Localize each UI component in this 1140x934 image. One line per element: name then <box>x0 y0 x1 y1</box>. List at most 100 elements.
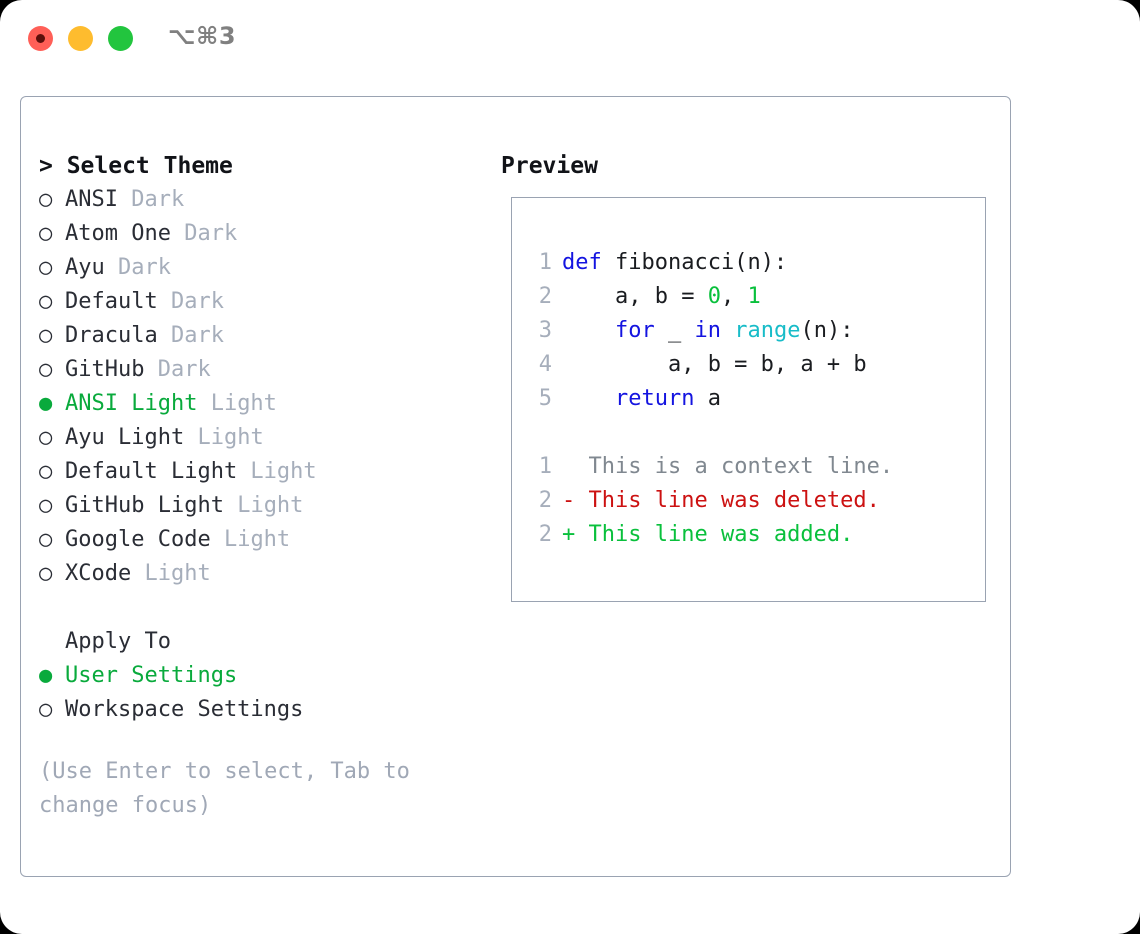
code-token: a <box>694 386 721 411</box>
radio-unselected-icon: ○ <box>39 221 53 246</box>
radio-unselected-icon: ○ <box>39 425 53 450</box>
theme-option-name: ANSI Light <box>65 391 198 416</box>
code-token: in <box>694 318 721 343</box>
diff-text: This is a context line. <box>588 454 894 479</box>
main-panel: > Select Theme ○ANSI Dark○Atom One Dark○… <box>20 96 1011 877</box>
apply-to-option-row[interactable]: ● User Settings <box>39 659 494 693</box>
apply-to-option-name: User Settings <box>65 663 238 688</box>
theme-option-row[interactable]: ○GitHub Light Light <box>39 489 494 523</box>
theme-option-variant: Dark <box>104 255 171 280</box>
radio-unselected-icon: ○ <box>39 187 53 212</box>
code-line: 5 return a <box>530 382 867 416</box>
code-token: (n): <box>800 318 854 343</box>
theme-option-name: GitHub <box>65 357 145 382</box>
theme-option-row[interactable]: ●ANSI Light Light <box>39 387 494 421</box>
theme-option-name: Google Code <box>65 527 211 552</box>
code-token: , <box>720 284 748 309</box>
theme-option-row[interactable]: ○ Ayu Light Light <box>39 421 494 455</box>
theme-option-row[interactable]: ○ GitHub Dark <box>39 353 494 387</box>
theme-option-name: ANSI <box>65 187 118 212</box>
maximize-button-icon[interactable] <box>108 26 133 51</box>
code-token <box>721 318 734 343</box>
minimize-button-icon[interactable] <box>68 26 93 51</box>
theme-option-variant: Light <box>131 561 211 586</box>
code-line-number: 5 <box>538 386 552 411</box>
code-line-number: 1 <box>538 250 552 275</box>
theme-option-row[interactable]: ○Default Dark <box>39 285 494 319</box>
section-spacer <box>39 591 494 625</box>
radio-unselected-icon: ○ <box>39 527 53 552</box>
theme-option-name: Atom One <box>65 221 171 246</box>
radio-unselected-icon: ○ <box>39 493 53 518</box>
diff-line-number: 2 <box>538 522 552 547</box>
diff-sign <box>562 454 589 479</box>
apply-to-heading: Apply To <box>65 629 171 654</box>
select-theme-heading: > Select Theme <box>39 153 233 179</box>
theme-option-row[interactable]: ○ Default Light Light <box>39 455 494 489</box>
diff-line-number: 2 <box>538 488 552 513</box>
diff-line: 1 This is a context line. <box>530 450 893 484</box>
theme-picker-column: > Select Theme ○ANSI Dark○Atom One Dark○… <box>39 149 494 823</box>
diff-sign: + <box>562 522 589 547</box>
theme-option-variant: Light <box>184 425 264 450</box>
radio-unselected-icon: ○ <box>39 289 53 314</box>
theme-option-row[interactable]: ○ XCode Light <box>39 557 494 591</box>
radio-unselected-icon: ○ <box>39 357 53 382</box>
radio-unselected-icon: ○ <box>39 561 53 586</box>
code-token <box>562 386 615 411</box>
code-line: 2 a, b = 0, 1 <box>530 280 867 314</box>
theme-option-row[interactable]: ○ Atom One Dark <box>39 217 494 251</box>
title-bar: ⌥⌘3 <box>0 0 1140 78</box>
diff-text: This line was deleted. <box>588 488 880 513</box>
code-line: 4 a, b = b, a + b <box>530 348 867 382</box>
theme-option-name: XCode <box>65 561 132 586</box>
code-line-number: 4 <box>538 352 552 377</box>
diff-line: 2 + This line was added. <box>530 518 893 552</box>
theme-option-variant: Light <box>223 493 304 518</box>
code-token: 0 <box>707 284 721 309</box>
code-token: 1 <box>747 284 761 309</box>
code-token: range <box>734 318 801 343</box>
radio-unselected-icon: ○ <box>39 323 53 348</box>
theme-option-variant: Dark <box>144 357 211 382</box>
radio-unselected-icon: ○ <box>39 459 53 484</box>
code-token: a, b = b, a + b <box>562 352 867 377</box>
code-line: 3 for _ in range(n): <box>530 314 867 348</box>
diff-text: This line was added. <box>588 522 854 547</box>
code-token: _ <box>654 318 695 343</box>
radio-selected-icon: ● <box>39 391 53 416</box>
code-line-number: 3 <box>538 318 552 343</box>
radio-unselected-icon: ○ <box>39 255 53 280</box>
diff-sample: 1 This is a context line.2- This line wa… <box>530 450 893 552</box>
code-token: for <box>614 318 655 343</box>
diff-line-number: 1 <box>538 454 552 479</box>
diff-line: 2- This line was deleted. <box>530 484 893 518</box>
radio-selected-icon: ● <box>39 663 53 688</box>
theme-option-row[interactable]: ○ Dracula Dark <box>39 319 494 353</box>
theme-option-variant: Light <box>237 459 317 484</box>
radio-unselected-icon: ○ <box>39 697 53 722</box>
theme-option-variant: Dark <box>157 289 224 314</box>
apply-to-option-name: Workspace Settings <box>65 697 304 722</box>
theme-option-variant: Dark <box>157 323 224 348</box>
theme-option-row[interactable]: ○Google Code Light <box>39 523 494 557</box>
theme-option-row[interactable]: ○ANSI Dark <box>39 183 494 217</box>
keyboard-hint-text: (Use Enter to select, Tab to change focu… <box>39 759 424 818</box>
theme-option-name: Default Light <box>65 459 238 484</box>
preview-heading: Preview <box>501 153 598 179</box>
close-button-icon[interactable] <box>28 26 53 51</box>
theme-option-row[interactable]: ○Ayu Dark <box>39 251 494 285</box>
apply-to-option-row[interactable]: ○ Workspace Settings <box>39 693 494 727</box>
theme-option-variant: Dark <box>170 221 238 246</box>
code-line-number: 2 <box>538 284 552 309</box>
code-token <box>562 318 615 343</box>
theme-option-name: Dracula <box>65 323 158 348</box>
code-token: a, b = <box>562 284 708 309</box>
theme-option-name: Ayu Light <box>65 425 185 450</box>
code-token: return <box>614 386 695 411</box>
